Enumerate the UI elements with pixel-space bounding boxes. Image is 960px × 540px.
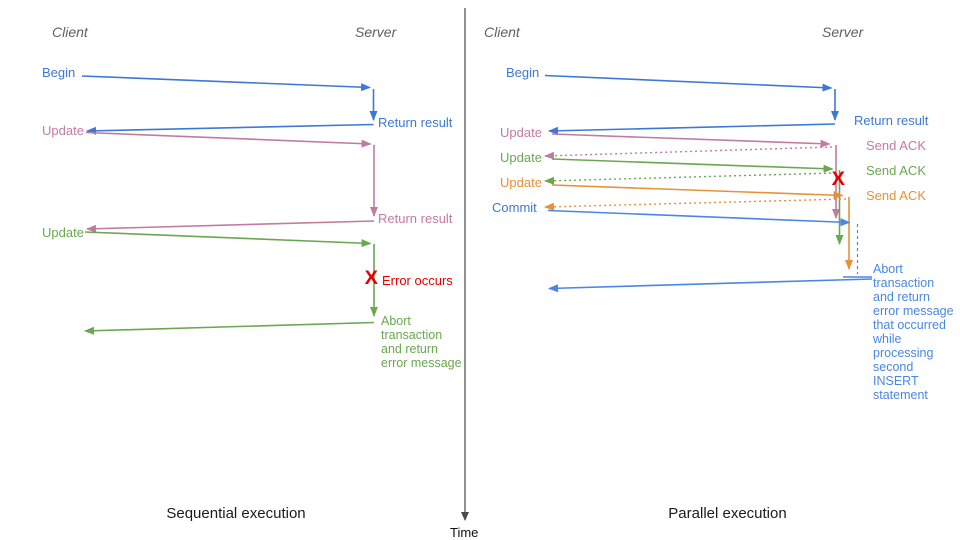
right-send-ack-2-label: Send ACK (866, 163, 926, 178)
right-commit-label: Commit (492, 200, 537, 215)
left-abort-label: Abort transaction and return error messa… (381, 314, 462, 370)
left-error-x-icon: X (364, 268, 379, 289)
left-begin-arrow (81, 75, 371, 92)
right-caption: Parallel execution (668, 505, 787, 522)
right-client-header: Client (484, 24, 520, 40)
right-update-3-arrow (551, 184, 844, 200)
left-update-2-label: Update (42, 225, 84, 240)
right-begin-label: Begin (506, 65, 540, 80)
right-send-ack-1-label: Send ACK (866, 138, 926, 153)
left-return-result-1-arrow (86, 123, 374, 135)
right-update-3-label: Update (500, 175, 542, 190)
right-update-2-label: Update (500, 150, 542, 165)
left-return-result-1-label: Return result (378, 115, 453, 130)
time-axis-label: Time (450, 525, 479, 540)
left-client-header: Client (52, 24, 88, 40)
left-abort-return-arrow (84, 321, 375, 335)
right-send-ack-3-arrow (544, 198, 847, 211)
right-send-ack-3-label: Send ACK (866, 188, 926, 203)
left-update-1-arrow (85, 131, 372, 148)
right-update-1-label: Update (500, 125, 542, 140)
right-commit-arrow (547, 209, 851, 227)
right-update-1-arrow (551, 133, 831, 148)
right-abort-label: Abort transaction and return error messa… (873, 262, 954, 402)
right-begin-arrow (544, 74, 833, 92)
right-send-ack-1-arrow (544, 146, 833, 160)
left-return-result-2-arrow (86, 220, 375, 233)
left-server-header: Server (355, 24, 397, 40)
right-abort-return-arrow (548, 278, 873, 293)
left-update-2-arrow (84, 231, 372, 248)
right-server-header: Server (822, 24, 864, 40)
right-return-result-label: Return result (854, 113, 929, 128)
right-error-x-icon: X (831, 169, 846, 190)
left-begin-label: Begin (42, 65, 76, 80)
left-error-label: Error occurs (382, 273, 453, 288)
right-update-2-arrow (551, 158, 834, 173)
left-caption: Sequential execution (166, 505, 306, 522)
right-send-ack-2-arrow (544, 172, 837, 185)
right-return-result-arrow (548, 123, 836, 135)
left-update-1-label: Update (42, 123, 84, 138)
left-return-result-2-label: Return result (378, 211, 453, 226)
